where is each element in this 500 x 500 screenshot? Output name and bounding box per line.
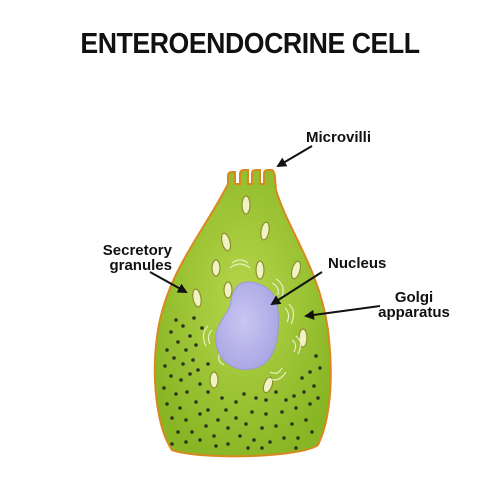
label-secretory-granules: Secretory granules xyxy=(86,243,172,273)
nucleus xyxy=(215,281,279,370)
label-nucleus-text: Nucleus xyxy=(328,255,387,272)
vesicles xyxy=(192,195,308,394)
label-microvilli: Microvilli xyxy=(306,130,371,145)
label-microvilli-text: Microvilli xyxy=(306,129,372,146)
arrow-secretory-granules xyxy=(149,271,188,293)
arrow-microvilli xyxy=(276,145,313,168)
label-golgi-apparatus: Golgi apparatus xyxy=(376,290,452,320)
label-golgi-line2: apparatus xyxy=(378,304,450,321)
label-secretory-line1: Secretory xyxy=(102,242,172,259)
secretory-granules xyxy=(162,316,322,450)
diagram-title: ENTEROENDOCRINE CELL xyxy=(80,28,420,60)
label-nucleus: Nucleus xyxy=(328,256,386,271)
label-golgi-line1: Golgi xyxy=(394,289,434,306)
arrow-nucleus xyxy=(270,271,323,306)
arrow-golgi-apparatus xyxy=(304,305,381,320)
golgi-apparatus xyxy=(202,259,302,381)
label-secretory-line2: granules xyxy=(109,257,172,274)
